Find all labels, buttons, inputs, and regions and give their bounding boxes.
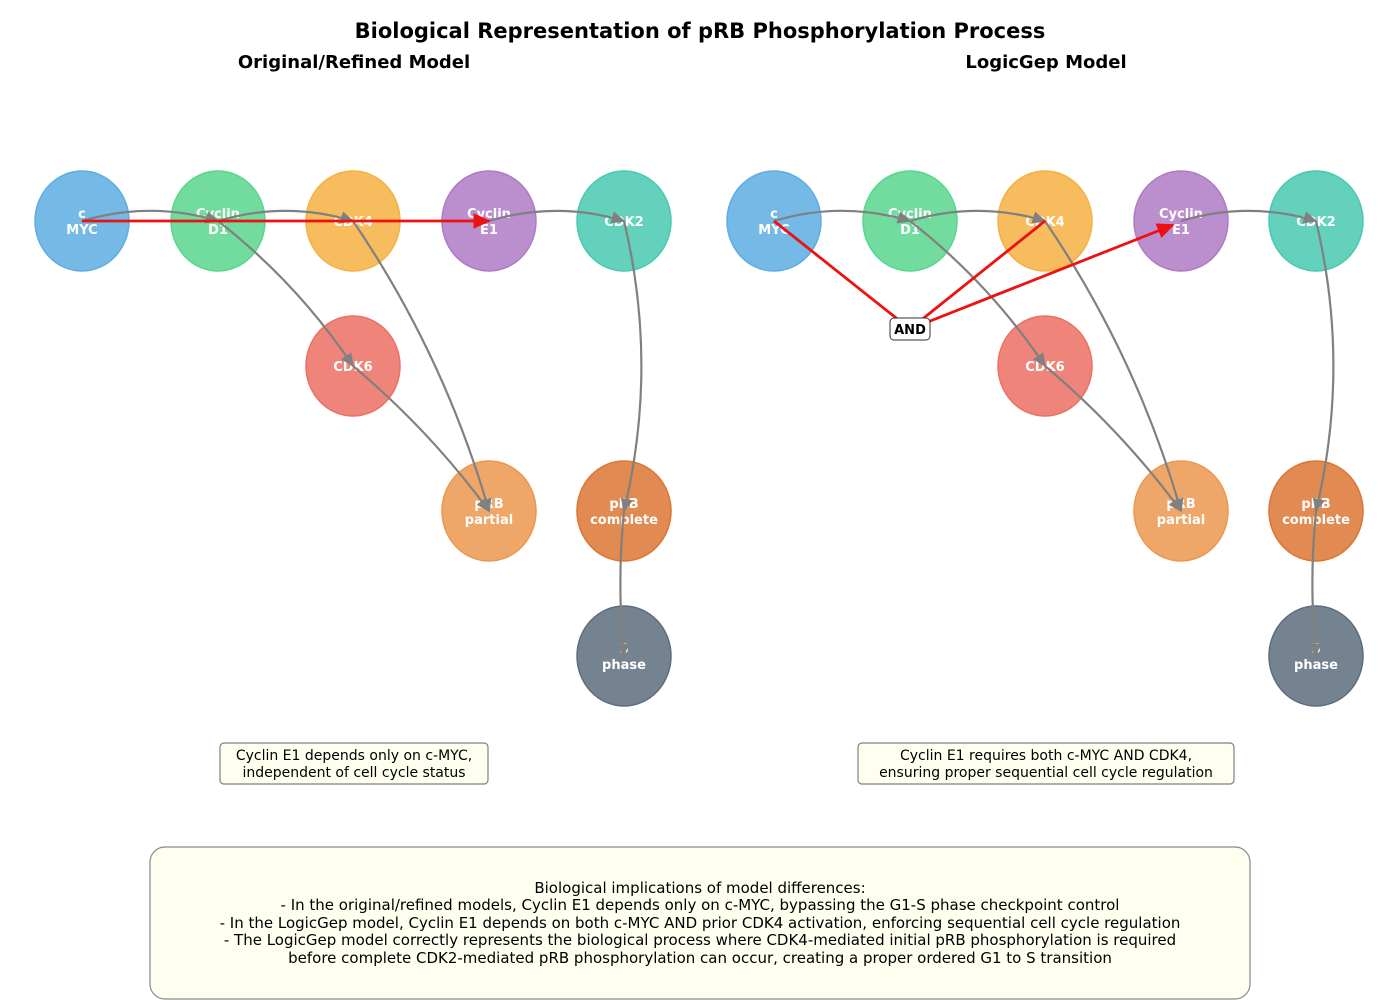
panel-note: Cyclin E1 requires both c-MYC AND CDK4,e… xyxy=(857,742,1235,785)
and-gate: AND xyxy=(889,317,931,341)
node-label: Cyclin xyxy=(888,207,932,222)
edge-cycd1-to-cdk6 xyxy=(909,220,1046,368)
panel-title-logicgep: LogicGep Model xyxy=(965,52,1126,73)
implications-frame xyxy=(149,846,1251,1000)
edge-cdk2-to-prb_complete xyxy=(1312,220,1335,513)
panel-note: Cyclin E1 depends only on c-MYC,independ… xyxy=(219,742,489,785)
note-line: ensuring proper sequential cell cycle re… xyxy=(879,765,1213,781)
note-box xyxy=(857,742,1235,785)
and-gate-label: AND xyxy=(894,323,926,338)
node-label: c xyxy=(770,207,778,222)
edge-prb_complete-to-sphase xyxy=(616,510,629,658)
node-label: D1 xyxy=(900,223,920,238)
edge-cmyc-to-cycd1 xyxy=(773,209,912,224)
edge-prb_complete-to-sphase xyxy=(1308,510,1321,658)
node-label: partial xyxy=(1157,513,1205,528)
note-line: independent of cell cycle status xyxy=(242,765,465,781)
edge-cdk6-to-prb_partial xyxy=(352,365,490,513)
implications-line: - In the original/refined models, Cyclin… xyxy=(281,896,1120,914)
edge-and-to-cyclin-e1 xyxy=(909,223,1175,331)
node-label: E1 xyxy=(480,223,498,238)
edge-cmyc-to-cycd1 xyxy=(81,209,220,224)
node-label: CDK6 xyxy=(333,360,372,375)
node-label: partial xyxy=(465,513,513,528)
note-line: Cyclin E1 depends only on c-MYC, xyxy=(236,748,472,764)
logicgep-model-panel: cMYCCyclinD1CDK4CyclinE1CDK2CDK6pRBparti… xyxy=(726,170,1364,785)
implications-line: - In the LogicGep model, Cyclin E1 depen… xyxy=(220,914,1181,932)
original-model-panel: cMYCCyclinD1CDK4CyclinE1CDK2CDK6pRBparti… xyxy=(34,170,672,785)
edge-cdk4-to-prb_partial xyxy=(352,220,492,513)
note-box xyxy=(219,742,489,785)
edge-cdk2-to-prb_complete xyxy=(620,220,643,513)
panel-title-original: Original/Refined Model xyxy=(238,52,470,73)
note-line: Cyclin E1 requires both c-MYC AND CDK4, xyxy=(900,748,1192,764)
edge-cdk4-to-prb_partial xyxy=(1044,220,1184,513)
edge-cmyc-to-and xyxy=(773,219,911,331)
figure-title: Biological Representation of pRB Phospho… xyxy=(355,19,1046,43)
implications-line: before complete CDK2-mediated pRB phosph… xyxy=(288,949,1112,967)
implications-line: - The LogicGep model correctly represent… xyxy=(224,931,1176,949)
edge-cycd1-to-cdk4 xyxy=(217,209,355,224)
edge-cyce1-to-cdk2 xyxy=(1180,209,1318,224)
node-label: phase xyxy=(602,658,646,673)
edge-cdk4-to-and xyxy=(909,219,1046,331)
node-label: Cyclin xyxy=(1159,207,1203,222)
edge-cdk6-to-prb_partial xyxy=(1044,365,1182,513)
implications-box: Biological implications of model differe… xyxy=(149,846,1251,1000)
node-label: E1 xyxy=(1172,223,1190,238)
implications-heading: Biological implications of model differe… xyxy=(534,879,865,897)
edge-cycd1-to-cdk4 xyxy=(909,209,1047,224)
node-label: CDK6 xyxy=(1025,360,1064,375)
edge-cycd1-to-cdk6 xyxy=(217,220,354,368)
and-gate-box xyxy=(889,317,931,341)
node-label: c xyxy=(78,207,86,222)
node-label: D1 xyxy=(208,223,228,238)
edge-cyce1-to-cdk2 xyxy=(488,209,626,224)
node-label: MYC xyxy=(66,223,97,238)
node-label: phase xyxy=(1294,658,1338,673)
